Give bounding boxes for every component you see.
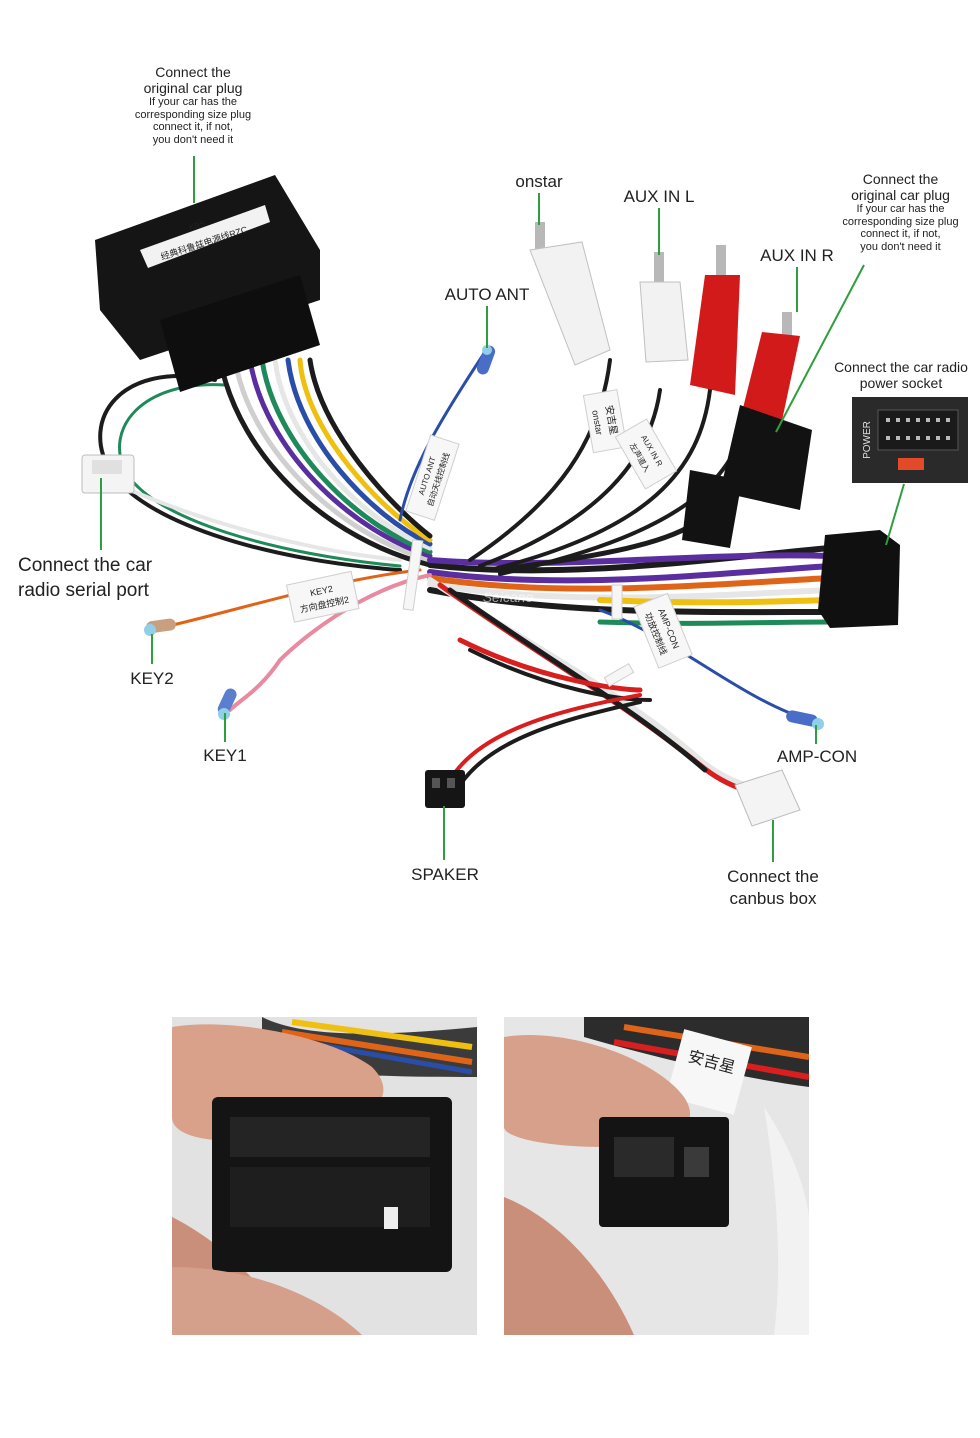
power-socket-inset: POWER: [852, 397, 968, 483]
label-aux-in-r: AUX IN R: [760, 246, 834, 265]
canbus-plug: [734, 769, 801, 827]
power-connector: [818, 530, 900, 628]
watermark: Seicane: [483, 589, 534, 605]
harness-illustration: KRS 经典科鲁兹电源线RZC: [81, 156, 968, 862]
label-key2: KEY2: [130, 669, 174, 688]
amp-con-wire-tip: [786, 710, 824, 730]
rca-aux-in-r-red: [740, 312, 800, 430]
serial-port-plug: [81, 454, 135, 494]
cable-ties: [402, 539, 635, 688]
key2-tag: KEY2 方向盘控制2: [285, 570, 360, 623]
label-original-car-plug-top: Connect the original car plug If your ca…: [134, 64, 252, 147]
rca-onstar: [529, 222, 611, 366]
photo-main-connector-closeup: [172, 1017, 477, 1335]
label-onstar: onstar: [515, 172, 563, 191]
key2-wire-tip: [144, 618, 176, 636]
label-power-socket: Connect the car radio power socket: [834, 359, 968, 392]
main-harness-connector: KRS 经典科鲁兹电源线RZC: [95, 175, 320, 392]
wire-bundle: [98, 350, 833, 798]
power-socket-text: POWER: [862, 421, 873, 459]
label-aux-in-l: AUX IN L: [623, 187, 695, 206]
svg-text:onstar: onstar: [590, 409, 604, 435]
aux-tag: AUX IN R 左声道入: [614, 418, 678, 490]
speaker-plug: [425, 770, 465, 808]
pointer-lines: [100, 156, 905, 862]
label-key1: KEY1: [203, 746, 247, 765]
svg-text:KEY2: KEY2: [309, 584, 334, 599]
rca-aux-in-l-red: [690, 245, 740, 395]
auto-ant-wire-tip: [476, 345, 496, 375]
label-serial-port: Connect the car radio serial port: [18, 555, 153, 601]
small-original-plug: [682, 405, 812, 548]
photo-small-plug-closeup: 安吉星: [504, 1017, 809, 1335]
label-original-car-plug-right: Connect the original car plug If your ca…: [842, 171, 959, 254]
label-canbus-box: Connect the canbus box: [727, 867, 819, 909]
rca-aux-in-l-white: [639, 252, 689, 363]
wiring-harness-diagram: KRS 经典科鲁兹电源线RZC: [18, 64, 968, 909]
label-amp-con: AMP-CON: [776, 747, 858, 766]
label-spaker: SPAKER: [411, 865, 479, 884]
label-auto-ant: AUTO ANT: [444, 285, 530, 304]
